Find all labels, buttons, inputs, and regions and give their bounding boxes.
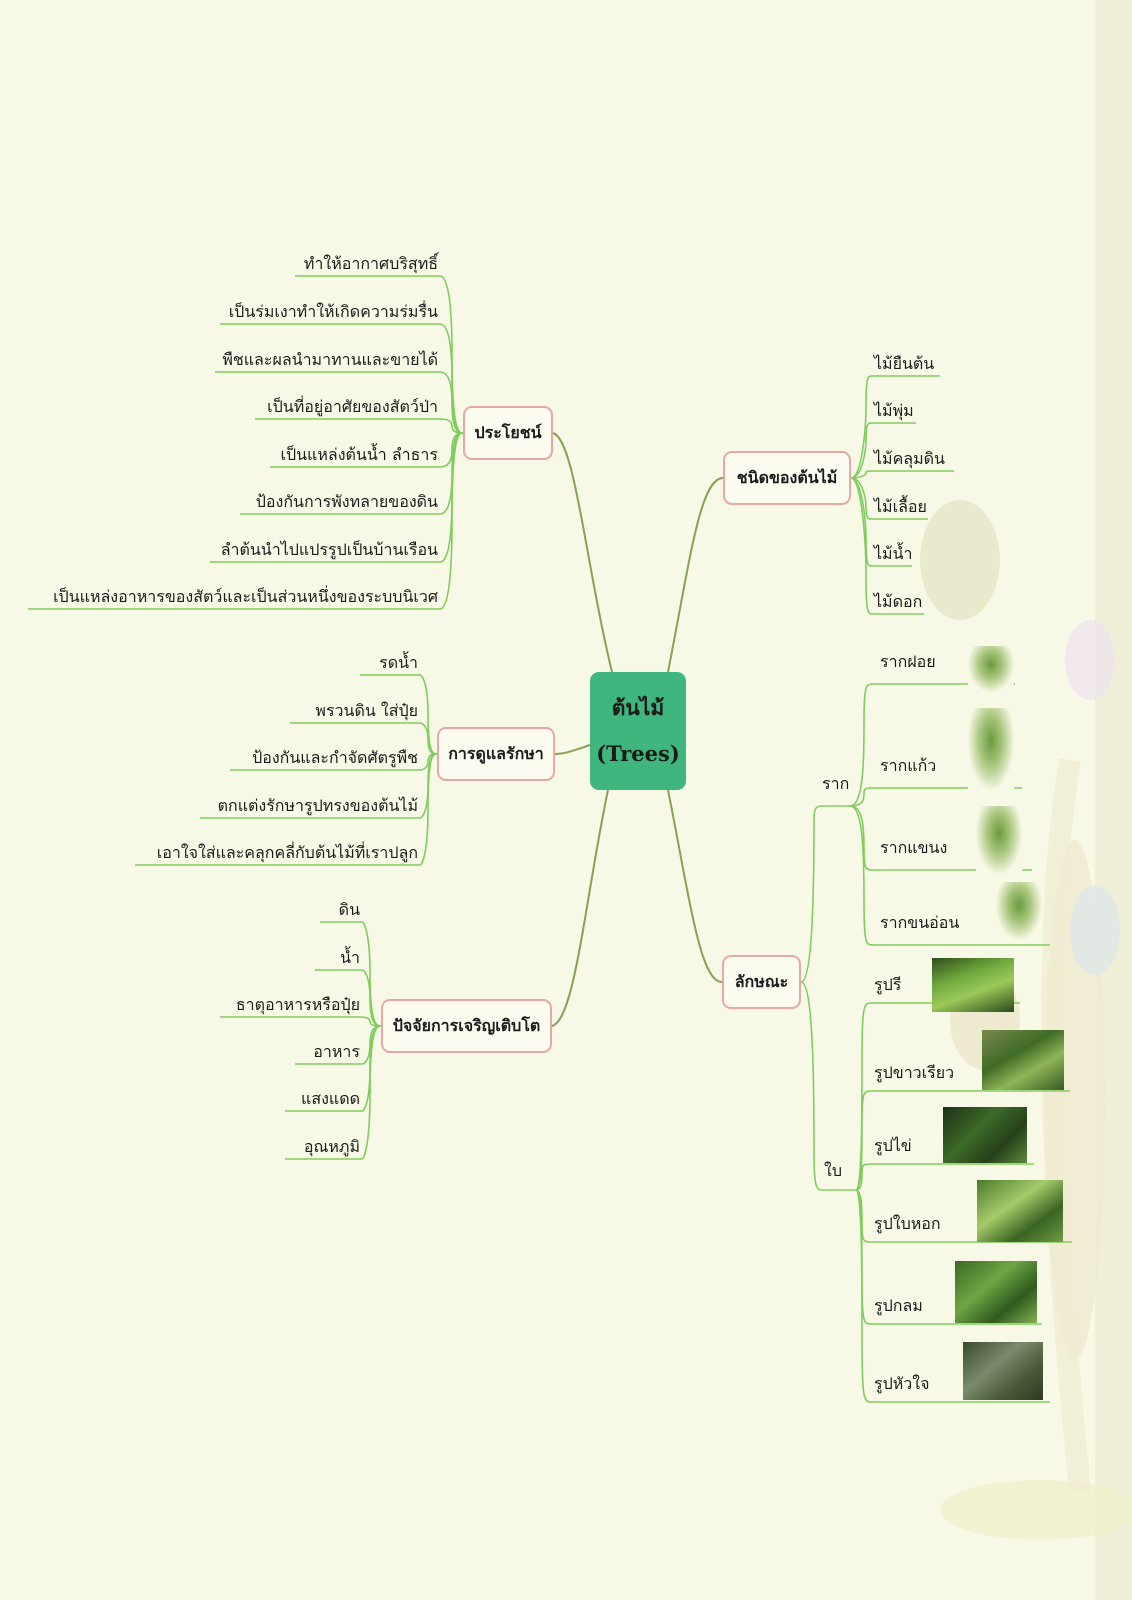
types-link-3 [850,477,928,520]
growth-item-5: อุณหภูมิ [303,1137,360,1156]
branch-care [554,744,591,755]
roots-item-0: รากฝอย [880,652,936,671]
central-title: ต้นไม้ [611,695,665,720]
types-item-3: ไม้เลื้อย [874,497,927,516]
leaves-item-3: รูปใบหอก [874,1214,941,1233]
leaf-image-3 [977,1180,1063,1242]
roots-label: ราก [822,774,850,793]
root-image-2 [976,806,1022,874]
types-link-4 [850,477,912,567]
leaves-item-5: รูปหัวใจ [874,1374,930,1393]
root-image-3 [996,882,1042,940]
leaves-item-4: รูปกลม [874,1296,923,1315]
types-link-2 [850,470,954,479]
branch-benefits [552,432,613,673]
branch-types [667,477,724,673]
leaf-image-1 [982,1030,1064,1090]
care-item-3: ตกแต่งรักษารูปทรงของต้นไม้ [217,796,418,815]
topic-care[interactable]: การดูแลรักษา [437,727,555,781]
benefits-item-6: ลำต้นนำไปแปรรูปเป็นบ้านเรือน [220,540,438,559]
roots-item-link-2 [849,805,1032,871]
types-link-1 [850,422,916,479]
branch-characteristics [667,789,723,983]
care-link-1 [290,722,438,755]
types-link-0 [850,375,940,479]
leaf-image-5 [963,1342,1043,1400]
root-image-0 [968,646,1014,692]
leaves-item-1: รูปขาวเรียว [874,1063,955,1082]
leaves-item-0: รูปรี [874,975,902,994]
care-item-4: เอาใจใส่และคลุกคลี่กับต้นไม้ที่เราปลูก [156,843,418,862]
benefits-link-3 [255,418,464,434]
growth-item-4: แสงแดด [301,1089,360,1108]
leaves-item-link-1 [855,1090,1070,1191]
topic-characteristics[interactable]: ลักษณะ [722,955,801,1009]
benefits-item-5: ป้องกันการพังทลายของดิน [255,492,438,511]
care-item-1: พรวนดิน ใส่ปุ๋ย [315,701,418,720]
benefits-item-4: เป็นแหล่งต้นน้ำ ลำธาร [280,445,438,464]
roots-item-link-1 [849,787,1022,807]
roots-item-link-0 [849,683,1015,807]
benefits-item-2: พืชและผลนำมาทานและขายได้ [222,350,438,369]
growth-item-3: อาหาร [313,1042,360,1061]
leaf-image-0 [932,958,1014,1012]
types-item-0: ไม้ยืนต้น [874,354,935,373]
benefits-item-0: ทำให้อากาศบริสุทธิ์ [303,254,438,273]
benefits-item-7: เป็นแหล่งอาหารของสัตว์และเป็นส่วนหนึ่งขอ… [53,587,438,606]
care-item-0: รดน้ำ [379,653,418,672]
growth-link-2 [220,1016,382,1027]
leaves-item-2: รูปไข่ [874,1136,912,1155]
roots-link [800,805,850,983]
growth-item-1: น้ำ [340,948,360,967]
leaf-image-2 [943,1107,1027,1163]
growth-link-5 [285,1025,382,1160]
leaves-item-link-5 [855,1189,1050,1403]
types-item-2: ไม้คลุมดิน [874,449,945,468]
roots-item-1: รากแก้ว [880,756,937,775]
types-item-5: ไม้ดอก [874,592,923,611]
types-link-5 [850,477,924,615]
benefits-item-1: เป็นร่มเงาทำให้เกิดความร่มรื่น [228,302,438,321]
leaves-label: ใบ [824,1161,842,1180]
roots-item-link-3 [849,805,1050,946]
leaves-item-link-2 [855,1163,1034,1191]
topic-growth-factors[interactable]: ปัจจัยการเจริญเติบโต [381,999,552,1053]
topic-tree-types[interactable]: ชนิดของต้นไม้ [723,451,851,505]
care-item-2: ป้องกันและกำจัดศัตรูพืช [252,748,418,767]
leaf-image-4 [955,1261,1037,1323]
growth-item-0: ดิน [338,900,360,919]
growth-item-2: ธาตุอาหารหรือปุ๋ย [235,995,360,1014]
leaves-link [800,981,856,1191]
types-item-1: ไม้พุ่ม [874,401,914,420]
care-link-4 [135,753,438,866]
root-image-1 [968,708,1014,790]
central-topic[interactable]: ต้นไม้ (Trees) [590,672,686,790]
roots-item-3: รากขนอ่อน [880,913,960,932]
branch-growth [551,789,609,1027]
benefits-item-3: เป็นที่อยู่อาศัยของสัตว์ป่า [267,397,438,416]
central-subtitle: (Trees) [596,741,680,766]
benefits-link-7 [28,432,464,610]
types-item-4: ไม้น้ำ [874,544,913,563]
roots-item-2: รากแขนง [880,838,948,857]
topic-benefits[interactable]: ประโยชน์ [463,406,553,460]
